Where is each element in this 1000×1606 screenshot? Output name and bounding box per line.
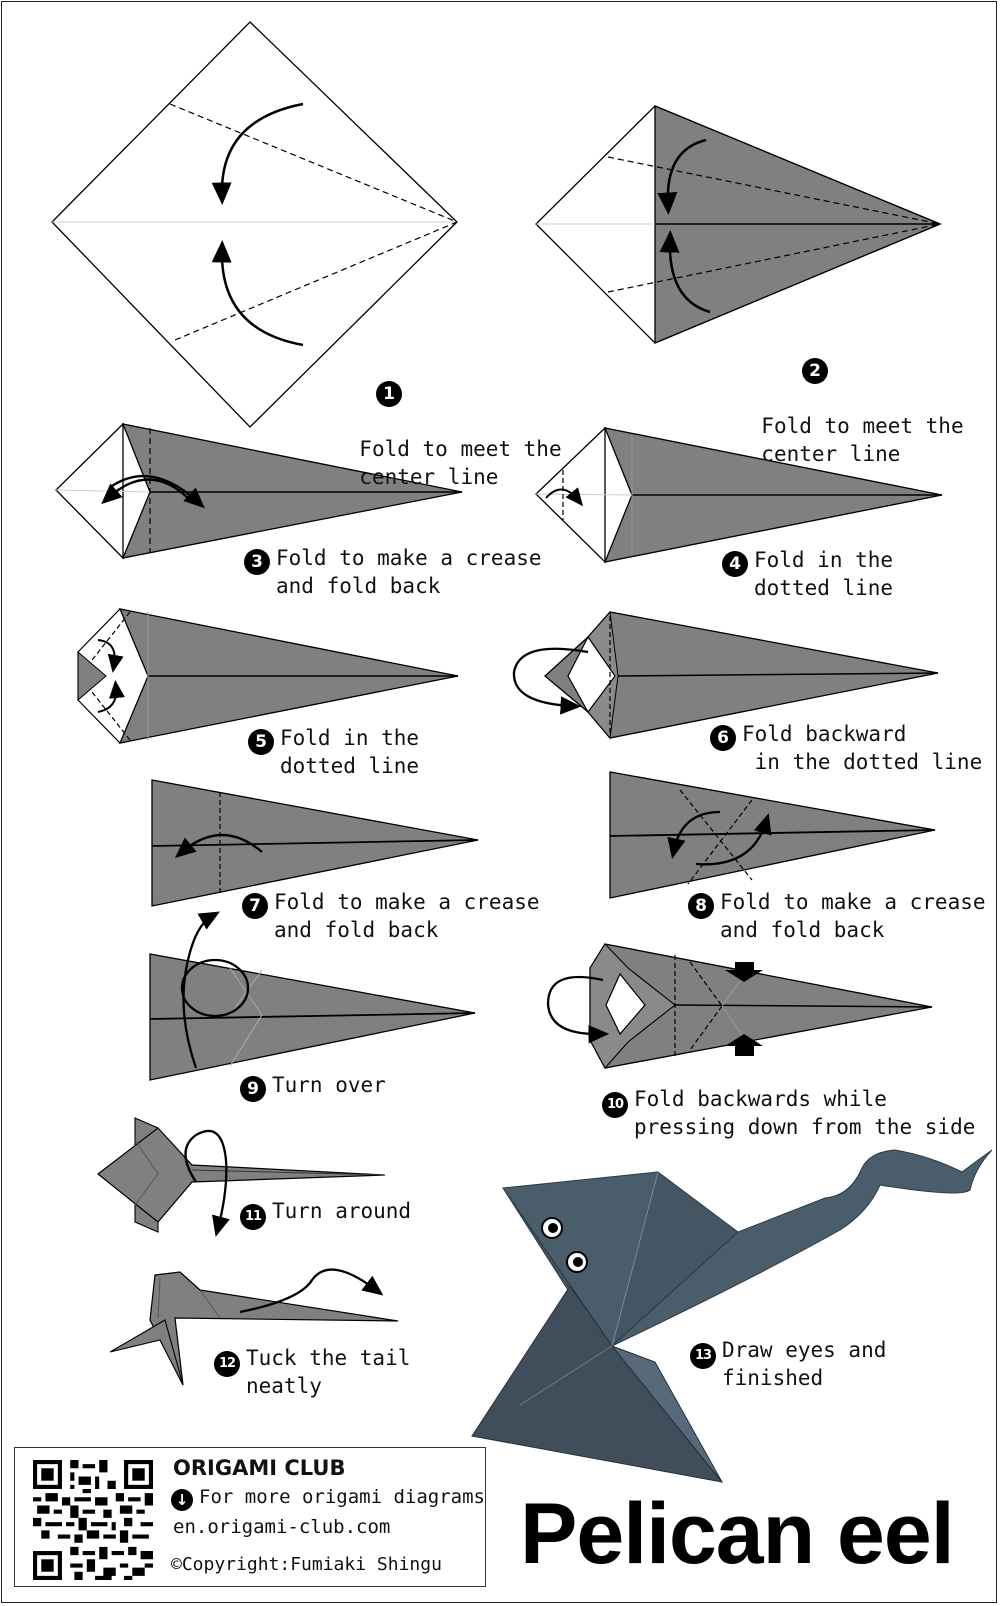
step-5-figure [77, 607, 459, 745]
step-2-label: 2 Fold to meet the center line [736, 297, 964, 468]
down-arrow-icon: ↓ [171, 1489, 193, 1511]
copyright: ©Copyright:Fumiaki Shingu [171, 1554, 442, 1575]
step-2-figure [535, 105, 942, 344]
page-title: Pelican eel [520, 1486, 955, 1582]
step-9-figure [149, 911, 476, 1081]
step-1-figure [51, 21, 458, 428]
step-8-figure [609, 771, 936, 899]
club-name: ORIGAMI CLUB [173, 1456, 346, 1480]
qr-code-icon[interactable] [33, 1460, 153, 1580]
step-3-figure [55, 422, 463, 560]
footer-box: ORIGAMI CLUB ↓For more origami diagrams … [14, 1447, 486, 1587]
step-1-label: 1 Fold to meet the center line [334, 320, 562, 491]
site-url[interactable]: en.origami-club.com [173, 1516, 391, 1538]
more-diagrams-link[interactable]: ↓For more origami diagrams [171, 1486, 485, 1511]
step-11-figure [97, 1117, 386, 1237]
step-12-figure [109, 1268, 399, 1386]
step-10-figure [546, 943, 933, 1069]
step-6-figure [512, 610, 939, 740]
step-7-figure [151, 779, 479, 907]
step-4-figure [535, 426, 943, 564]
pelican-eel-figure [471, 1149, 993, 1483]
